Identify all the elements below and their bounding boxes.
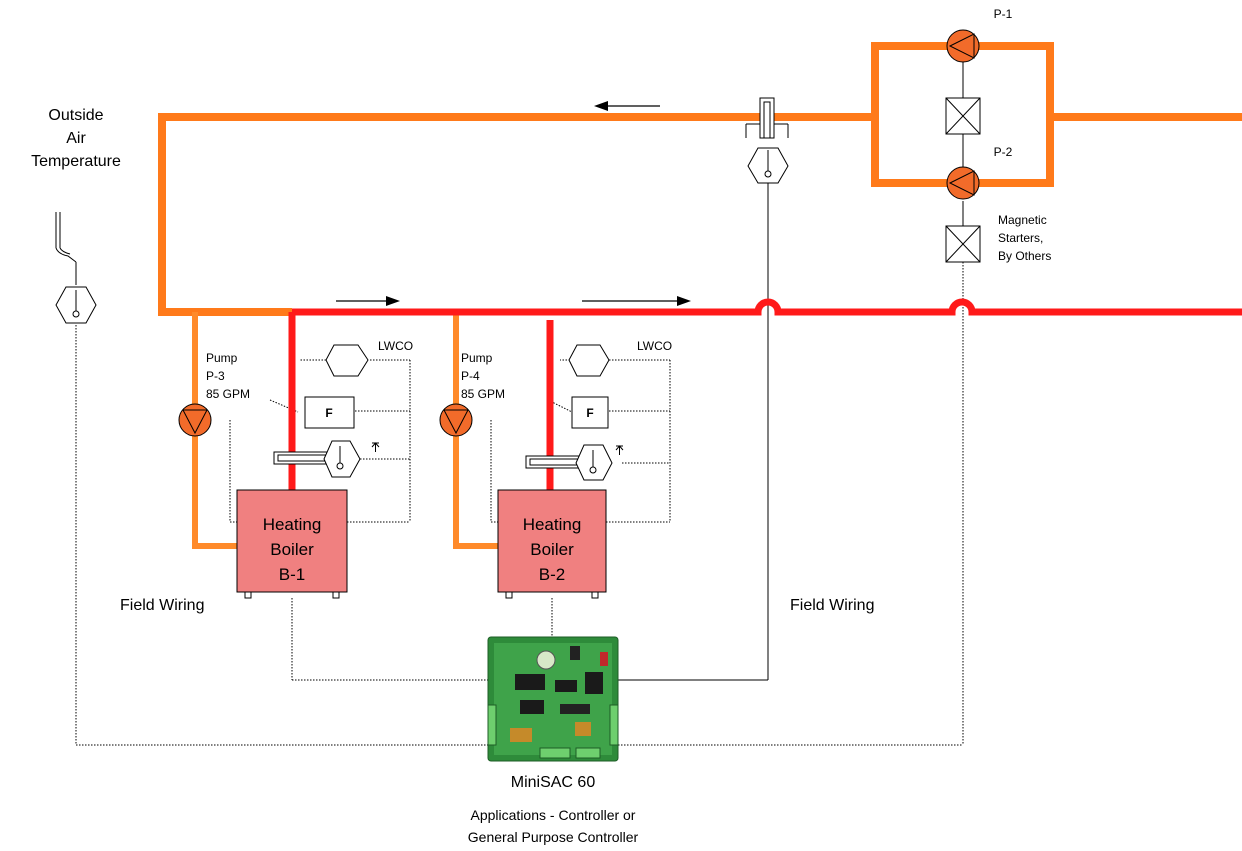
return-header-pipe — [158, 113, 875, 316]
pump-p4-label: Pump P-4 85 GPM — [461, 351, 505, 401]
pump-p4-icon — [439, 403, 473, 437]
pump-p4-line3: 85 GPM — [461, 387, 505, 401]
outside-air-temperature-sensor-icon — [55, 212, 97, 324]
low-water-cutoff-icon — [325, 344, 369, 377]
controller-name: MiniSAC 60 — [511, 774, 596, 791]
pump-p2-label: P-2 — [994, 145, 1013, 159]
pump-p1-label: P-1 — [994, 7, 1013, 21]
boiler-b1-line3: B-1 — [279, 565, 305, 584]
circuit-board-icon — [487, 636, 619, 762]
boiler-b1-line1: Heating — [263, 515, 322, 534]
controller-desc-line2: General Purpose Controller — [468, 829, 639, 845]
b2-return-pipe — [453, 312, 498, 549]
flow-direction-arrow-icon — [594, 101, 660, 111]
field-wiring-label: Field Wiring — [790, 597, 874, 614]
pump-p3-line3: 85 GPM — [206, 387, 250, 401]
pump-p4-line2: P-4 — [461, 369, 480, 383]
return-piping — [158, 42, 1242, 549]
magnetic-starter-icon — [945, 97, 981, 135]
immersion-sensor-icon — [273, 440, 380, 478]
field-wiring-label: Field Wiring — [120, 597, 204, 614]
outside-air-line1: Outside — [48, 107, 103, 124]
lwco-label: LWCO — [378, 339, 413, 353]
flow-switch-icon: F — [571, 396, 609, 429]
boiler-b2-line2: Boiler — [530, 540, 574, 559]
outside-air-label: Outside Air Temperature — [31, 107, 121, 170]
pump-p3-line2: P-3 — [206, 369, 225, 383]
magnetic-starters-line2: Starters, — [998, 231, 1043, 245]
b1-return-pipe — [192, 312, 237, 549]
magnetic-starters-line1: Magnetic — [998, 213, 1047, 227]
low-water-cutoff-icon — [568, 344, 610, 377]
pump-p3-line1: Pump — [206, 351, 238, 365]
outside-air-line3: Temperature — [31, 153, 121, 170]
supply-main-pipe — [292, 298, 1242, 316]
supply-piping — [288, 298, 1242, 490]
flow-switch-label: F — [325, 406, 332, 420]
immersion-sensor-icon — [525, 444, 624, 481]
flow-direction-arrow-icon — [336, 296, 400, 306]
magnetic-starters-label: Magnetic Starters, By Others — [998, 213, 1051, 263]
flow-switch-label: F — [586, 406, 593, 420]
pump-p3-label: Pump P-3 85 GPM — [206, 351, 250, 401]
boiler-b1-line2: Boiler — [270, 540, 314, 559]
supply-temperature-sensor-icon — [745, 97, 789, 184]
pump-p3-icon — [178, 403, 212, 437]
pump-p1-icon — [946, 29, 980, 63]
magnetic-starters-line3: By Others — [998, 249, 1051, 263]
outside-air-line2: Air — [66, 130, 86, 147]
flow-direction-arrow-icon — [582, 296, 691, 306]
magnetic-starter-icon — [945, 225, 981, 263]
controller-desc-line1: Applications - Controller or — [471, 807, 636, 823]
pump-p4-line1: Pump — [461, 351, 493, 365]
boiler-b2: Heating Boiler B-2 — [497, 489, 607, 599]
boiler-b2-line1: Heating — [523, 515, 582, 534]
flow-switch-icon: F — [304, 396, 355, 429]
pump-p2-icon — [946, 166, 980, 200]
lwco-label: LWCO — [637, 339, 672, 353]
boiler-b1: Heating Boiler B-1 — [236, 489, 348, 599]
boiler-b2-line3: B-2 — [539, 565, 565, 584]
